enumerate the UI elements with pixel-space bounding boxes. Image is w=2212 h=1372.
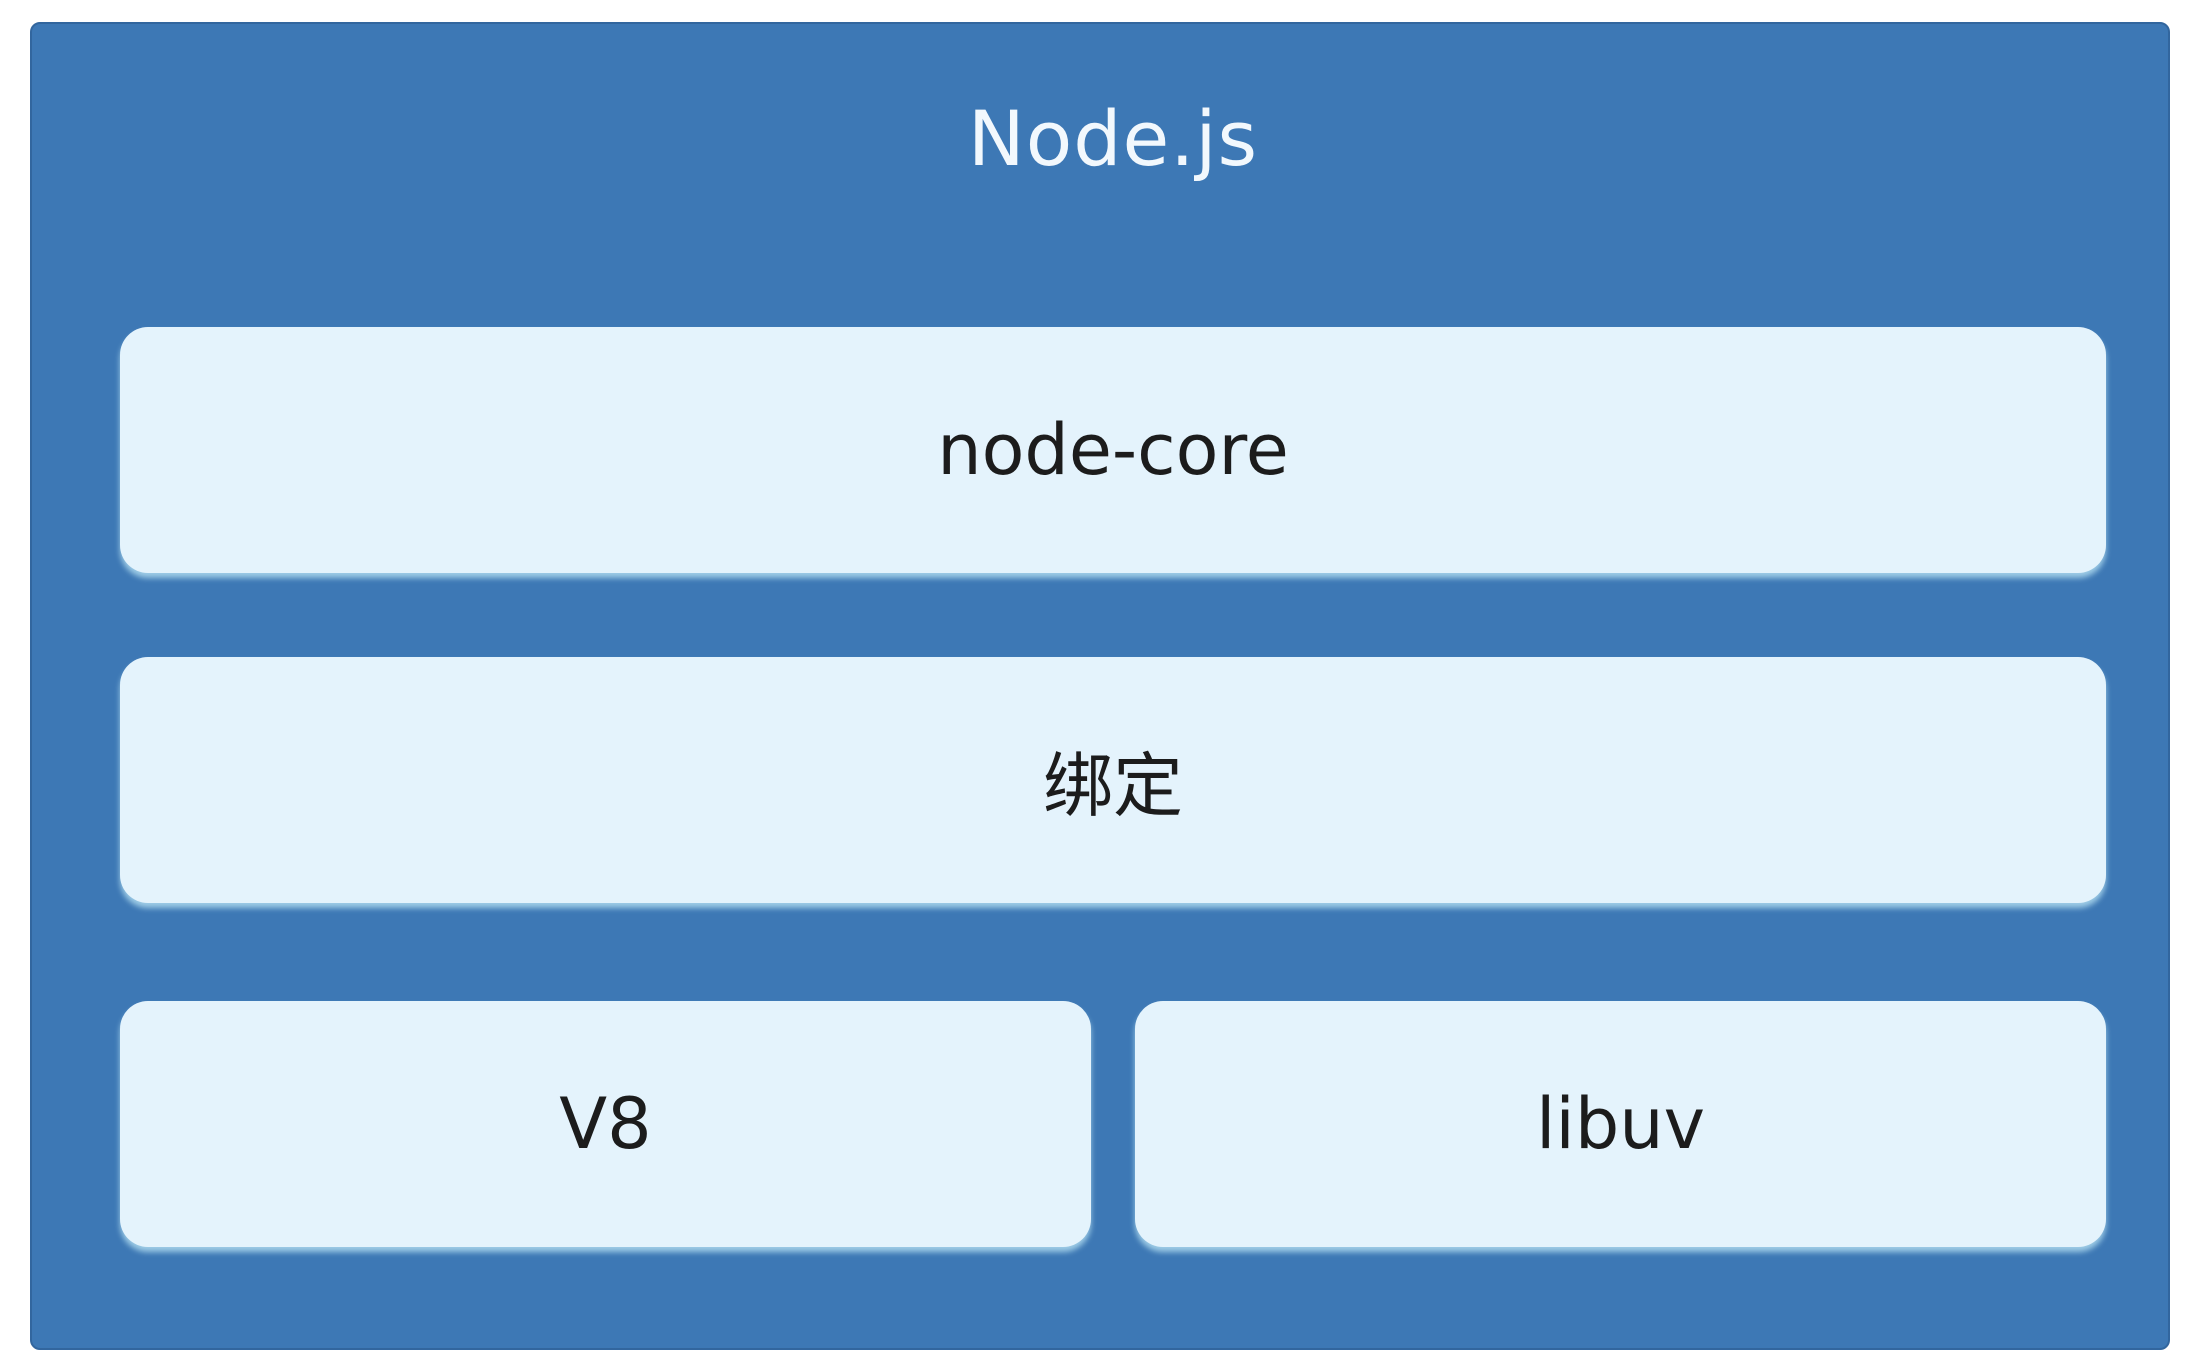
layer-box-v8: V8 bbox=[120, 1001, 1091, 1247]
layer-box-node-core: node-core bbox=[120, 327, 2106, 573]
diagram-title: Node.js bbox=[967, 94, 1259, 183]
nodejs-architecture-container: Node.js node-core 绑定 V8 libuv bbox=[30, 22, 2170, 1350]
layer-label-bindings: 绑定 bbox=[1043, 744, 1183, 827]
bottom-layer-row: V8 libuv bbox=[120, 1001, 2106, 1247]
layer-label-v8: V8 bbox=[559, 1083, 652, 1165]
layer-box-libuv: libuv bbox=[1135, 1001, 2106, 1247]
layer-box-bindings: 绑定 bbox=[120, 657, 2106, 903]
layer-label-libuv: libuv bbox=[1535, 1083, 1706, 1165]
layer-label-node-core: node-core bbox=[937, 409, 1289, 491]
